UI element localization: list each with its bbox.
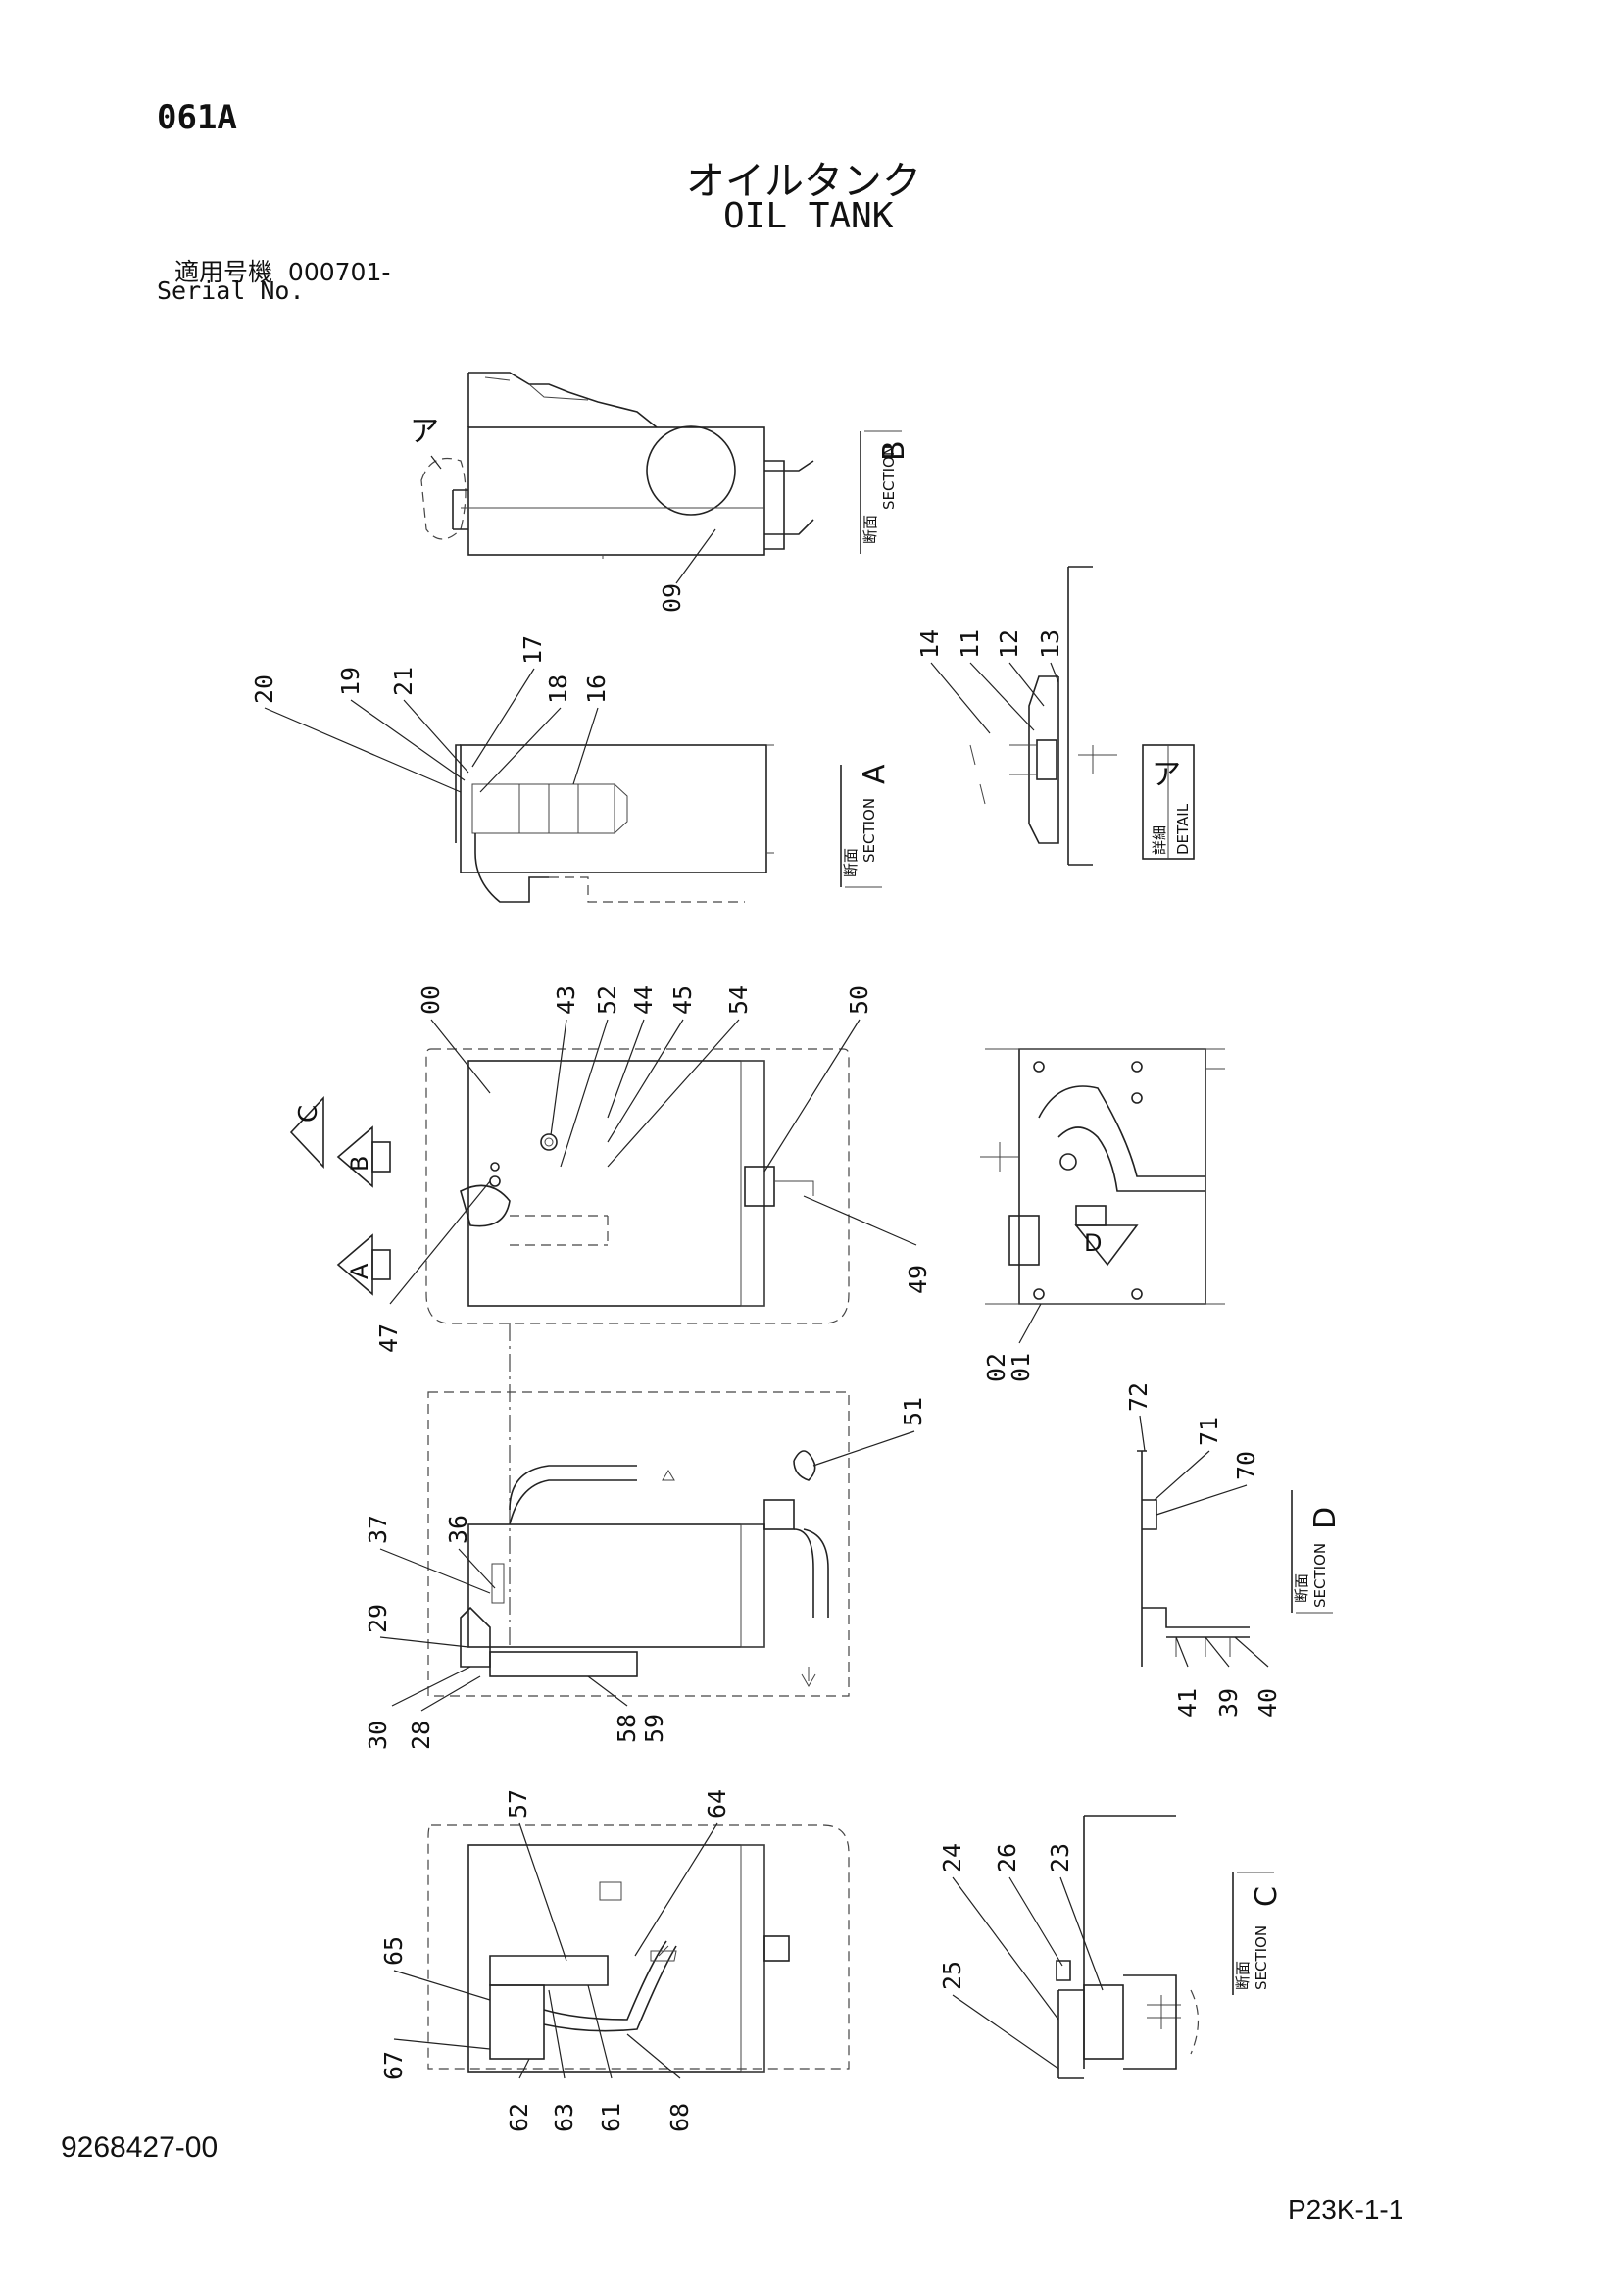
part-label-62: 62 xyxy=(505,2103,533,2132)
part-label-36: 36 xyxy=(444,1515,472,1544)
rear-view xyxy=(427,1824,850,2073)
part-label-45: 45 xyxy=(668,985,697,1015)
section-b-letter: B xyxy=(877,440,911,461)
view-arrow-a-letter: A xyxy=(346,1263,373,1279)
part-label-16: 16 xyxy=(582,674,611,704)
view-arrow-b-letter: B xyxy=(346,1156,373,1172)
section-b-word: SECTION xyxy=(880,445,898,510)
part-label-14: 14 xyxy=(915,629,944,659)
part-label-25: 25 xyxy=(938,1961,966,1990)
view-arrow-c-letter: C xyxy=(294,1105,323,1123)
section-a-letter: A xyxy=(858,764,892,784)
serial-value: 000701- xyxy=(287,258,391,286)
part-label-54: 54 xyxy=(724,985,753,1015)
view-arrow-c: C xyxy=(289,1095,324,1170)
section-c-view xyxy=(1056,1815,1200,2079)
part-label-58: 58 xyxy=(613,1714,641,1743)
part-label-65: 65 xyxy=(379,1936,408,1966)
part-label-57: 57 xyxy=(504,1789,532,1819)
title-japanese: オイルタンク xyxy=(686,159,921,204)
detail-mark: ア xyxy=(1152,758,1181,792)
detail-a-view xyxy=(969,566,1117,866)
section-a-kanji: 断面 xyxy=(842,848,860,877)
section-c-kanji: 断面 xyxy=(1234,1961,1252,1990)
detail-a-label: DETAIL 詳細 ア xyxy=(1142,744,1195,860)
part-label-02: 02 xyxy=(982,1353,1010,1382)
section-a-view xyxy=(455,744,774,903)
title-english: OIL TANK xyxy=(723,196,894,236)
section-a-word: SECTION xyxy=(861,798,878,863)
part-label-41: 41 xyxy=(1173,1688,1202,1718)
section-d-word: SECTION xyxy=(1311,1543,1329,1608)
section-b-kanji: 断面 xyxy=(861,515,879,544)
view-arrow-b: B xyxy=(336,1125,391,1188)
part-label-71: 71 xyxy=(1195,1417,1223,1446)
page-reference: P23K-1-1 xyxy=(1288,2194,1404,2224)
plan-view xyxy=(425,1048,850,1324)
part-label-23: 23 xyxy=(1046,1843,1074,1872)
detail-kanji: 詳細 xyxy=(1151,825,1168,855)
part-label-64: 64 xyxy=(703,1789,731,1819)
part-label-01: 01 xyxy=(1007,1353,1035,1382)
part-label-63: 63 xyxy=(550,2103,578,2132)
section-d-kanji: 断面 xyxy=(1293,1573,1310,1603)
part-label-12: 12 xyxy=(995,629,1023,659)
part-label-19: 19 xyxy=(336,667,365,696)
part-label-39: 39 xyxy=(1214,1688,1243,1718)
front-view xyxy=(427,1323,850,1697)
part-label-24: 24 xyxy=(938,1843,966,1872)
part-label-20: 20 xyxy=(250,674,278,704)
detail-mark-a-label: ア xyxy=(410,415,439,449)
part-label-43: 43 xyxy=(552,985,580,1015)
serial-label-english: Serial No. xyxy=(157,276,305,305)
section-b-view xyxy=(420,372,814,559)
part-label-21: 21 xyxy=(389,667,418,696)
document-number: 9268427-00 xyxy=(61,2131,219,2164)
section-b-label: SECTION 断面 B xyxy=(860,430,911,554)
part-label-13: 13 xyxy=(1036,629,1064,659)
view-arrow-d-letter: D xyxy=(1084,1229,1102,1257)
detail-word: DETAIL xyxy=(1174,803,1192,855)
part-label-72: 72 xyxy=(1124,1382,1153,1412)
part-label-18: 18 xyxy=(544,674,572,704)
part-label-44: 44 xyxy=(629,985,658,1015)
part-label-17: 17 xyxy=(518,635,547,665)
section-d-label: SECTION 断面 D xyxy=(1291,1490,1343,1614)
part-label-50: 50 xyxy=(845,985,873,1015)
serial-label-jp-text: 適用号機 xyxy=(174,258,273,286)
part-label-68: 68 xyxy=(665,2103,694,2132)
part-label-47: 47 xyxy=(374,1323,403,1353)
part-label-51: 51 xyxy=(899,1397,927,1426)
section-d-letter: D xyxy=(1308,1507,1343,1529)
view-arrow-a: A xyxy=(336,1233,391,1296)
part-label-00: 00 xyxy=(417,985,445,1015)
part-label-70: 70 xyxy=(1232,1451,1260,1480)
part-label-29: 29 xyxy=(364,1604,392,1633)
section-c-letter: C xyxy=(1250,1886,1284,1907)
part-label-59: 59 xyxy=(640,1714,668,1743)
part-label-30: 30 xyxy=(364,1721,392,1750)
part-label-09: 09 xyxy=(658,583,686,613)
part-label-67: 67 xyxy=(379,2051,408,2080)
serial-label-japanese: 適用号機 000701- xyxy=(174,253,390,288)
part-label-49: 49 xyxy=(904,1265,932,1294)
section-c-label: SECTION 断面 C xyxy=(1232,1872,1284,1995)
part-label-61: 61 xyxy=(597,2103,625,2132)
section-d-view xyxy=(1137,1450,1250,1667)
section-a-label: SECTION 断面 A xyxy=(840,764,892,888)
section-c-word: SECTION xyxy=(1253,1925,1270,1990)
part-label-52: 52 xyxy=(593,985,621,1015)
part-label-28: 28 xyxy=(407,1721,435,1750)
part-label-37: 37 xyxy=(364,1515,392,1544)
part-label-40: 40 xyxy=(1254,1688,1282,1718)
side-view-d: D xyxy=(980,1048,1225,1305)
part-label-11: 11 xyxy=(956,629,984,659)
part-label-26: 26 xyxy=(993,1843,1021,1872)
page-code: 061A xyxy=(157,98,237,137)
